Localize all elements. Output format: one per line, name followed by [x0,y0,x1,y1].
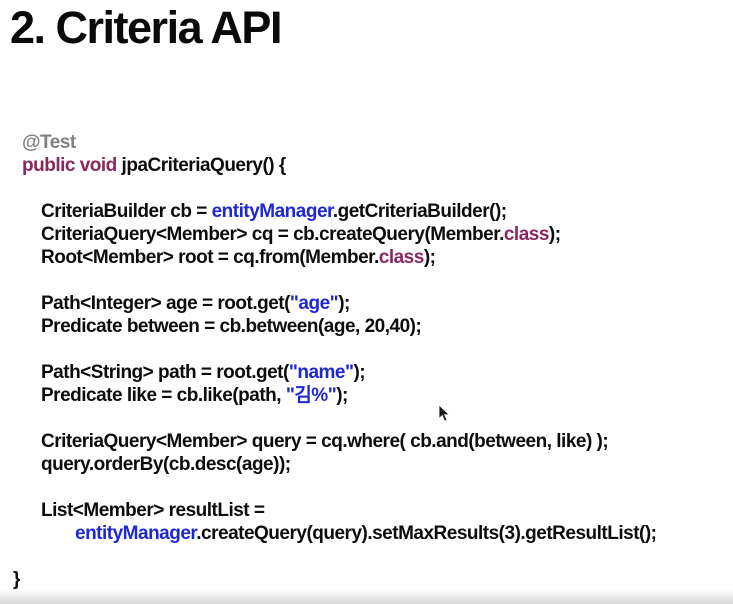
code-line: Predicate between = cb.between(age, 20,4… [0,315,733,338]
code-line: } [0,568,733,591]
code-segment: Root<Member> root = cq.from(Member. [41,247,379,268]
code-line: CriteriaQuery<Member> query = cq.where( … [0,430,733,453]
code-segment: Predicate like = cb.like(path, [41,385,286,406]
code-segment: query.orderBy(cb.desc(age)); [41,454,291,475]
code-segment: entityManager [75,523,197,544]
code-segment: CriteriaQuery<Member> query = cq.where( … [41,431,609,452]
code-segment: CriteriaBuilder cb = [41,201,212,222]
code-segment: class [378,247,425,268]
code-segment: "name" [288,362,354,383]
code-line [0,269,733,292]
code-segment: ); [336,385,348,406]
code-line [0,338,733,361]
code-line: public void jpaCriteriaQuery() { [0,154,733,177]
code-segment: CriteriaQuery<Member> cq = cb.createQuer… [41,224,504,245]
code-line [0,177,733,200]
code-segment: ); [338,293,350,314]
code-segment: } [13,569,20,590]
code-line: Root<Member> root = cq.from(Member.class… [0,246,733,269]
code-segment: Path<String> path = root.get( [41,362,289,383]
code-line: @Test [0,131,733,154]
code-segment: ); [548,224,561,245]
code-line: List<Member> resultList = [0,499,733,522]
code-segment: entityManager [211,201,334,222]
code-segment: Path<Integer> age = root.get( [41,293,290,314]
bottom-gradient-edge [0,590,733,604]
code-segment: .getCriteriaBuilder(); [332,201,507,222]
code-segment: List<Member> resultList = [41,500,265,521]
code-segment: ); [423,247,436,268]
code-line: CriteriaQuery<Member> cq = cb.createQuer… [0,223,733,246]
code-line [0,407,733,430]
code-line [0,545,733,568]
code-line: entityManager.createQuery(query).setMaxR… [0,522,733,545]
code-line [0,476,733,499]
code-segment: Predicate between = cb.between(age, 20,4… [41,316,422,337]
code-line: Path<String> path = root.get("name"); [0,361,733,384]
code-line: Path<Integer> age = root.get("age"); [0,292,733,315]
code-segment: .createQuery(query).setMaxResults(3).get… [196,523,657,544]
code-segment: "김%" [285,385,337,406]
code-segment: "age" [289,293,339,314]
code-line: Predicate like = cb.like(path, "김%"); [0,384,733,407]
code-segment: ); [353,362,366,383]
code-line: CriteriaBuilder cb = entityManager.getCr… [0,200,733,223]
code-segment: class [503,224,550,245]
code-segment: public void [22,155,117,176]
code-segment: jpaCriteriaQuery() { [116,155,287,176]
code-segment: @Test [22,132,76,153]
page-title: 2. Criteria API [10,2,282,53]
code-line: query.orderBy(cb.desc(age)); [0,453,733,476]
